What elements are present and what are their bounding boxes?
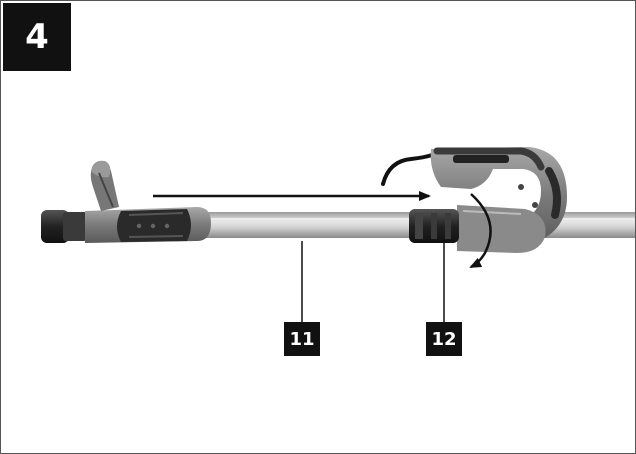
rotation-arrow — [469, 193, 492, 269]
rear-handle — [41, 160, 211, 243]
front-handle — [381, 147, 567, 253]
callout-12: 12 — [426, 322, 462, 356]
locking-collar — [409, 209, 459, 243]
step-number-badge: 4 — [3, 3, 71, 71]
callout-11: 11 — [284, 322, 320, 356]
